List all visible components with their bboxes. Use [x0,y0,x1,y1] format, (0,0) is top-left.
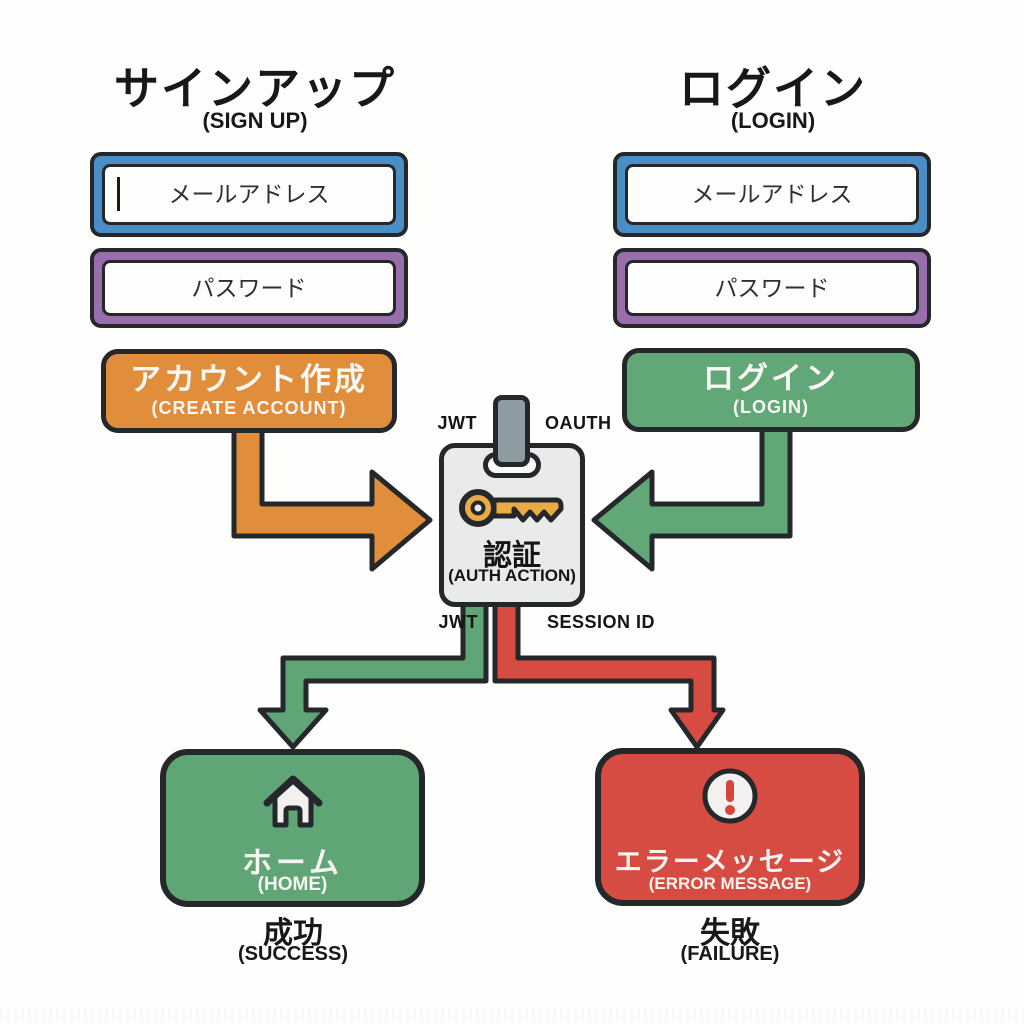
create-account-label: アカウント作成 [130,361,368,397]
signup-password-input[interactable] [102,260,396,316]
success-caption: 成功 [263,917,323,950]
signup-email-input[interactable] [102,164,396,225]
failure-caption: 失敗 [700,917,760,950]
key-icon [457,478,567,539]
login-button-sublabel: (LOGIN) [733,397,809,418]
alert-icon [700,766,760,831]
login-button-label: ログイン [703,360,839,396]
create-account-sublabel: (CREATE ACCOUNT) [151,398,347,419]
badge-clip [493,395,530,467]
background-noise-strip [0,1008,1024,1022]
auth-token-jwt-label: JWT [438,612,478,632]
signup-subtitle: (SIGN UP) [202,108,308,133]
signup-to-auth-arrow [231,425,433,572]
auth-method-oauth-label: OAUTH [545,413,612,433]
signup-password-frame [90,248,408,328]
login-email-frame [613,152,931,237]
home-box: ホーム (HOME) [160,749,425,907]
success-caption-sub: (SUCCESS) [237,943,348,965]
login-to-auth-arrow [591,425,793,572]
home-sublabel: (HOME) [257,874,328,895]
error-box: エラーメッセージ (ERROR MESSAGE) [595,748,865,906]
signup-title: サインアップ [113,63,396,114]
error-label: エラーメッセージ [614,847,846,877]
failure-caption-sub: (FAILURE) [680,943,780,965]
home-label: ホーム [241,847,344,880]
login-title: ログイン [678,63,867,114]
login-password-input[interactable] [625,260,919,316]
login-button[interactable]: ログイン (LOGIN) [622,348,920,432]
error-sublabel: (ERROR MESSAGE) [648,874,812,893]
auth-label: 認証 [482,540,541,572]
auth-token-session-label: SESSION ID [547,612,656,632]
login-password-frame [613,248,931,328]
home-icon [261,767,325,838]
create-account-button[interactable]: アカウント作成 (CREATE ACCOUNT) [101,349,397,433]
text-cursor [117,177,120,211]
auth-method-jwt-label: JWT [437,413,477,433]
signup-email-frame [90,152,408,237]
login-email-input[interactable] [625,164,919,225]
login-subtitle: (LOGIN) [730,108,816,133]
auth-sublabel: (AUTH ACTION) [448,566,576,585]
